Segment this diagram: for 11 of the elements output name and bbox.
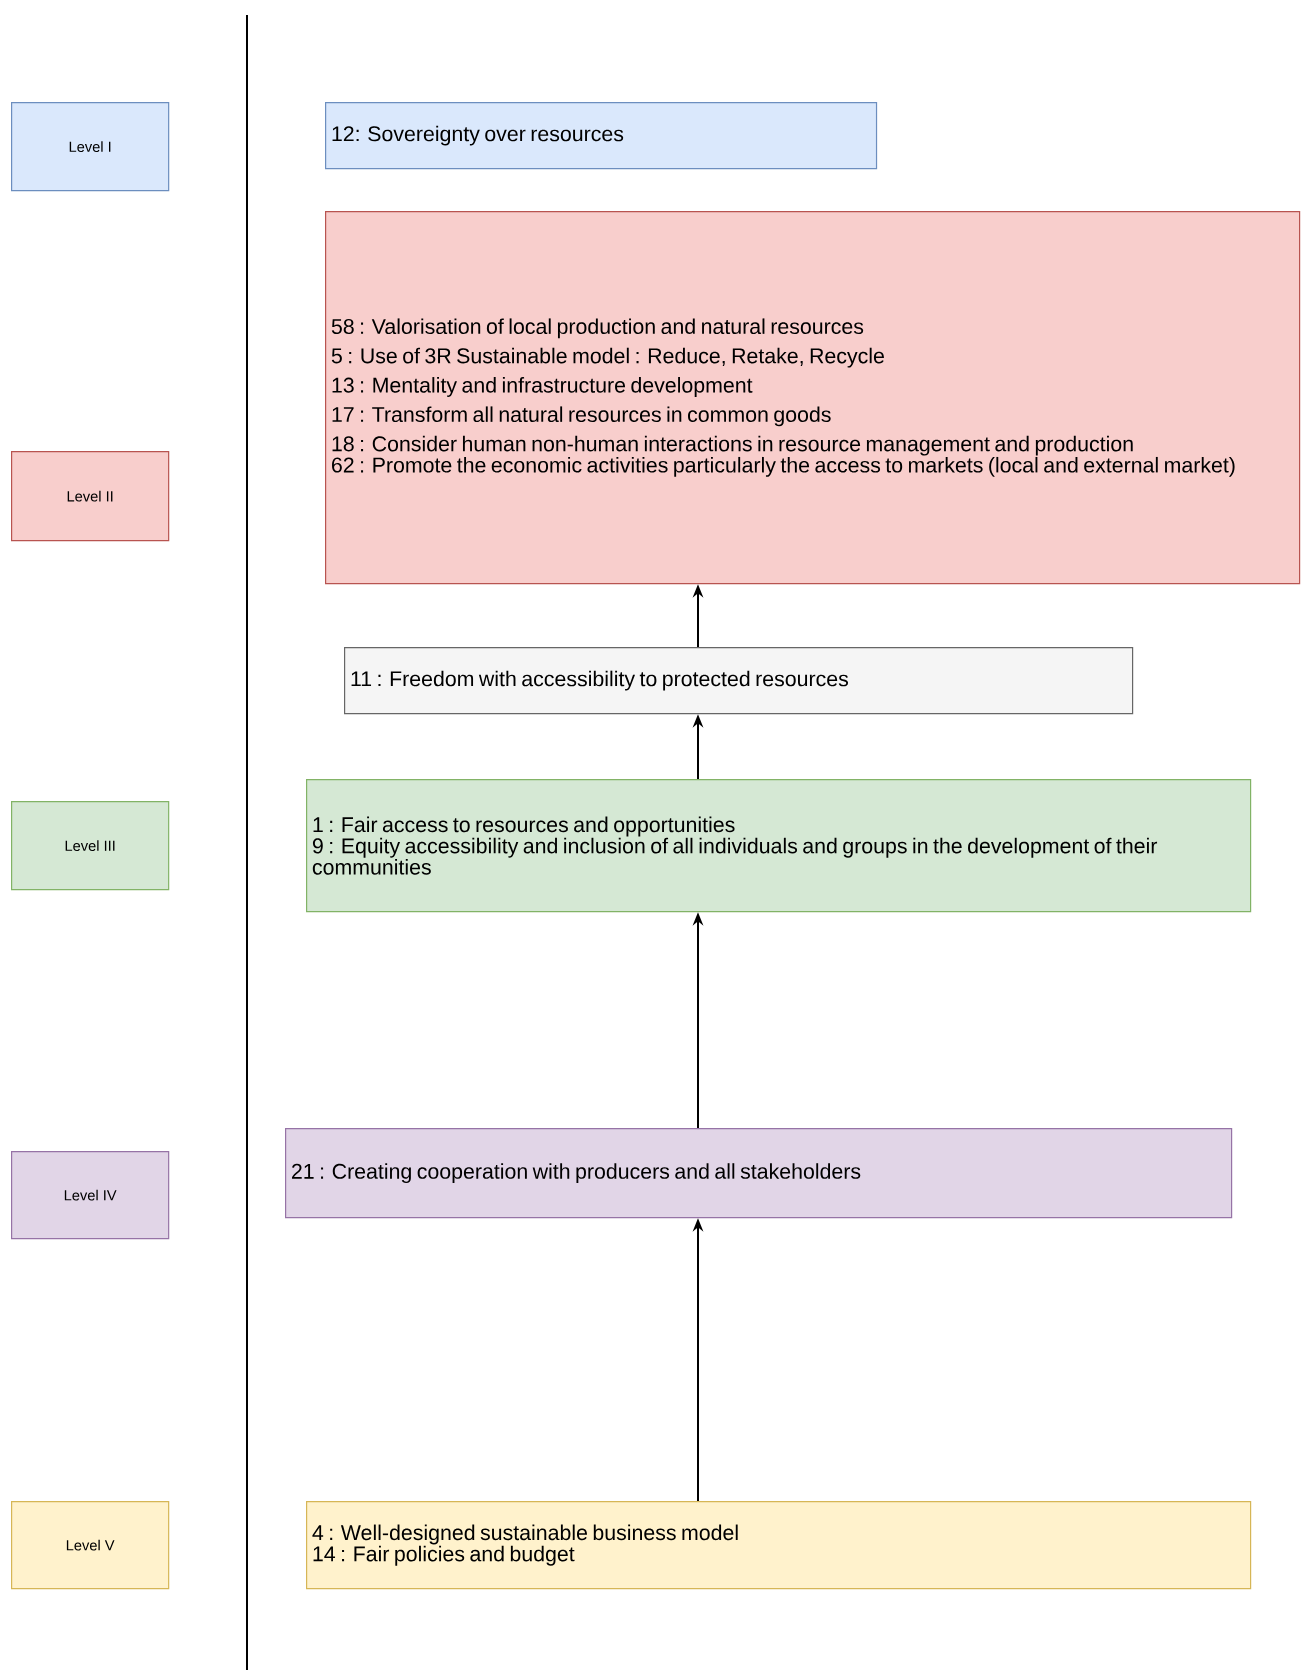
level-box: Level V xyxy=(11,1501,170,1590)
level-box: Level III xyxy=(11,801,170,891)
level-box: Level II xyxy=(11,451,170,542)
statement-box: 1 : Fair access to resources and opportunities 9 : Equity accessibility and inclusion of all individuals and groups in the development of their communities xyxy=(306,779,1252,913)
level-box: Level IV xyxy=(11,1151,170,1240)
statement-box: 58 : Valorisation of local production and natural resources 5 : Use of 3R Sustainable model : Reduce, Retake, Recycle 13 : Mentality and infrastructure development 17 : Transform all natural resources in common goods 18 : Consider human non-human interactions in resource management and production 62 : Promote the economic activities particularly the access to markets (local and external market) xyxy=(325,211,1301,585)
statement-box: 11 : Freedom with accessibility to protected resources xyxy=(344,647,1134,715)
level-box: Level I xyxy=(11,102,170,192)
statement-box: 21 : Creating cooperation with producers and all stakeholders xyxy=(285,1128,1233,1219)
statement-box: 4 : Well-designed sustainable business model 14 : Fair policies and budget xyxy=(306,1501,1252,1590)
statement-box: 12: Sovereignty over resources xyxy=(325,102,878,170)
